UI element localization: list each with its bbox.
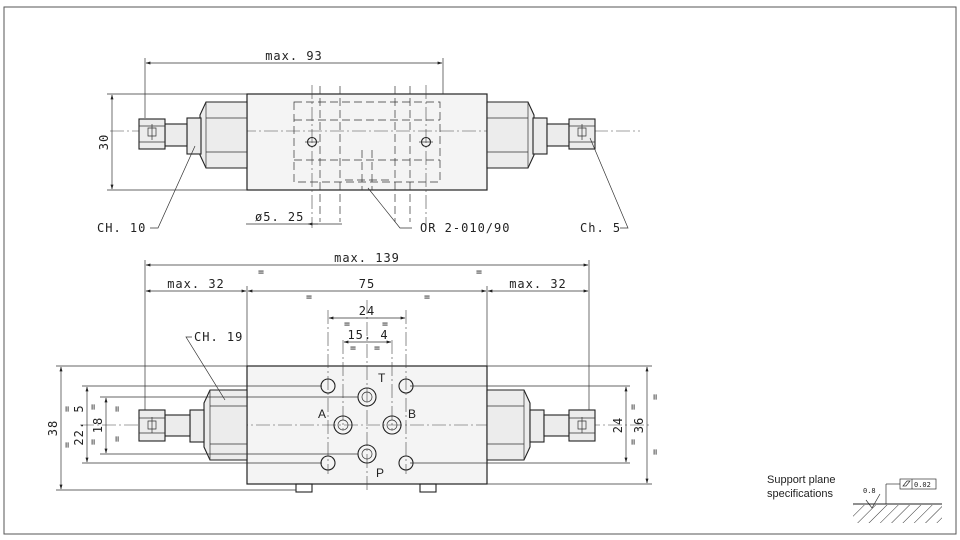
label-ch19: CH. 19 [194,330,243,344]
port-b: B [408,407,416,421]
svg-text:=: = [88,439,99,445]
dim-body-75: 75 [359,277,375,291]
port-a: A [318,407,326,421]
svg-text:=: = [258,267,264,278]
dim-18: 18 [91,417,105,433]
support-plane-line2: specifications [767,488,834,500]
svg-text:=: = [306,292,312,303]
svg-text:=: = [374,343,380,354]
top-view: max. 93 30 ø5. 25 CH. 10 OR 2-010/90 Ch.… [97,49,640,235]
dim-30: 30 [97,134,111,150]
svg-text:=: = [628,439,639,445]
support-plane-line1: Support plane [767,474,836,486]
dim-port-15-4: 15. 4 [347,328,388,342]
dim-hole-diameter: ø5. 25 [255,210,304,224]
dim-max-139: max. 139 [334,251,400,265]
svg-text:=: = [476,267,482,278]
svg-text:=: = [424,292,430,303]
dim-36: 36 [632,417,646,433]
label-oring: OR 2-010/90 [420,221,510,235]
svg-text:=: = [344,319,350,330]
svg-text:=: = [88,404,99,410]
port-p: P [376,466,384,480]
dim-port-24: 24 [359,304,375,318]
dim-24-vertical: 24 [611,417,625,433]
label-ch10: CH. 10 [97,221,146,235]
svg-text:=: = [112,436,123,442]
dim-22-5: 22. 5 [72,404,86,445]
dim-max-93: max. 93 [265,49,323,63]
sheet-border [3,6,957,535]
support-plane-spec: Support plane specifications 0.8 0.02 [767,474,942,523]
dim-right-ext: max. 32 [509,277,567,291]
svg-text:=: = [382,319,388,330]
dim-left-ext: max. 32 [167,277,225,291]
flatness-value: 0.02 [914,481,931,489]
svg-text:=: = [62,442,73,448]
roughness-value: 0.8 [863,487,876,495]
svg-text:=: = [650,449,661,455]
label-ch5: Ch. 5 [580,221,621,235]
svg-text:=: = [650,394,661,400]
port-t: T [378,371,386,385]
svg-text:=: = [112,406,123,412]
svg-text:=: = [62,406,73,412]
svg-text:=: = [350,343,356,354]
dim-38: 38 [46,420,60,436]
front-view: T A B P max. 139 = = [46,251,661,493]
svg-text:=: = [628,404,639,410]
